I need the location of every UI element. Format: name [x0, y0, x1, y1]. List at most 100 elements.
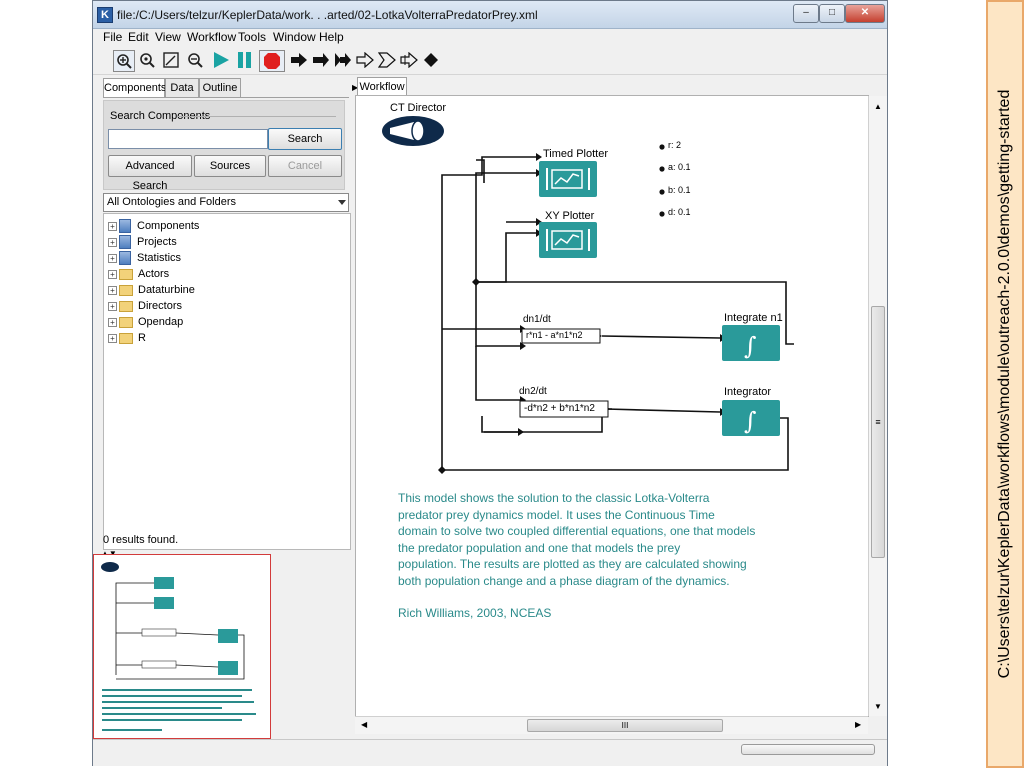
add-output-port-icon[interactable]	[333, 50, 353, 70]
title-bar: K file:/C:/Users/telzur/KeplerData/work.…	[93, 1, 887, 29]
run-icon[interactable]	[211, 50, 231, 70]
tree-item-statistics[interactable]: +Statistics	[108, 250, 181, 266]
menu-view[interactable]: View	[155, 30, 181, 44]
tab-outline[interactable]: Outline	[199, 78, 241, 97]
expand-icon[interactable]: +	[108, 285, 117, 295]
folder-icon	[119, 284, 133, 296]
splitter-arrow-right[interactable]: ▶	[352, 83, 359, 92]
expand-icon[interactable]: +	[108, 253, 117, 263]
components-panel: Components Data Outline Search Component…	[93, 76, 351, 550]
scroll-up-icon[interactable]: ▲	[874, 102, 882, 111]
tree-item-components[interactable]: + Components	[108, 218, 199, 234]
tree-item-dataturbine[interactable]: +Dataturbine	[108, 282, 195, 298]
param-name: a	[668, 162, 674, 172]
component-tree: + Components +Projects +Statistics +Actor…	[103, 213, 351, 550]
param-b: b: 0.1	[668, 185, 691, 195]
integrator-1-label: Integrate n1	[724, 312, 783, 324]
scroll-down-icon[interactable]: ▼	[874, 702, 882, 711]
vertical-scrollbar[interactable]: ▲ ≡ ▼	[868, 96, 887, 716]
tree-item-actors[interactable]: +Actors	[108, 266, 169, 282]
ontology-select[interactable]: All Ontologies and Folders	[103, 193, 349, 212]
maximize-button[interactable]: □	[819, 4, 845, 23]
chevron-down-icon	[338, 200, 346, 205]
scroll-left-icon[interactable]: ◀	[361, 720, 368, 729]
tree-item-opendap[interactable]: + Opendap	[108, 314, 183, 330]
expand-icon[interactable]: +	[108, 333, 117, 343]
add-relation-port-icon[interactable]	[399, 50, 419, 70]
xy-plotter-icon[interactable]	[539, 222, 597, 258]
param-value: 0.1	[678, 185, 691, 195]
expression-1-box[interactable]	[521, 328, 601, 344]
tree-item-r[interactable]: +R	[108, 330, 146, 346]
cancel-button[interactable]: Cancel	[268, 155, 342, 177]
menu-file[interactable]: File	[103, 30, 123, 44]
menu-help[interactable]: Help	[319, 30, 344, 44]
workflow-canvas[interactable]: ∫ ∫ CT Director Timed Plotter XY Plotter…	[355, 95, 869, 717]
folder-icon	[119, 316, 133, 328]
stop-icon[interactable]	[259, 50, 285, 72]
parameter-bullets	[659, 144, 665, 217]
zoom-in-icon[interactable]	[113, 50, 135, 72]
expand-icon[interactable]: +	[108, 301, 117, 311]
tree-item-label: Opendap	[138, 316, 184, 328]
tab-data[interactable]: Data	[165, 78, 199, 97]
horizontal-scrollbar[interactable]: ◀ III ▶	[355, 716, 868, 734]
expand-icon[interactable]: +	[108, 317, 117, 327]
integrator-2-icon[interactable]: ∫	[722, 400, 780, 436]
menu-workflow[interactable]: Workflow	[187, 30, 237, 44]
splitter-arrows[interactable]: ▲▼	[101, 549, 117, 558]
ct-director-icon[interactable]	[382, 116, 444, 146]
add-port-icon[interactable]	[289, 50, 309, 70]
zoom-fit-icon[interactable]	[161, 50, 181, 70]
expand-icon[interactable]: +	[108, 221, 117, 231]
relation-diamond[interactable]	[472, 278, 480, 286]
param-r: r: 2	[668, 140, 682, 150]
timed-plotter-icon[interactable]	[539, 161, 597, 197]
search-components-group: Search Components Search Advanced Search…	[103, 100, 345, 192]
pause-icon[interactable]	[235, 50, 255, 70]
close-button[interactable]: ✕	[845, 4, 885, 23]
xy-plotter-label: XY Plotter	[545, 210, 595, 222]
minimize-button[interactable]: –	[793, 4, 819, 23]
horizontal-scroll-thumb[interactable]: III	[527, 719, 723, 732]
tree-item-directors[interactable]: +Directors	[108, 298, 182, 314]
zoom-reset-icon[interactable]	[137, 50, 157, 70]
param-name: r	[668, 140, 671, 150]
expand-icon[interactable]: +	[108, 269, 117, 279]
kepler-window: K file:/C:/Users/telzur/KeplerData/work.…	[92, 0, 888, 766]
menu-window[interactable]: Window	[273, 30, 316, 44]
add-io-port-icon[interactable]	[355, 50, 375, 70]
search-button[interactable]: Search	[268, 128, 342, 150]
tab-divider	[103, 97, 349, 98]
add-multiport-icon[interactable]	[377, 50, 397, 70]
relation-diamond[interactable]	[438, 466, 446, 474]
progress-bar	[741, 744, 875, 755]
add-relation-icon[interactable]	[421, 50, 441, 70]
add-input-port-icon[interactable]	[311, 50, 331, 70]
integrator-1-icon[interactable]: ∫	[722, 325, 780, 361]
workflow-author: Rich Williams, 2003, NCEAS	[398, 606, 552, 620]
scroll-right-icon[interactable]: ▶	[855, 720, 862, 729]
kepler-app-icon: K	[97, 7, 113, 23]
tree-item-label: Components	[137, 220, 200, 232]
group-rule	[178, 116, 336, 117]
expression-2-formula: -d*n2 + b*n1*n2	[524, 403, 595, 414]
advanced-search-button[interactable]: Advanced Search	[108, 155, 192, 192]
zoom-out-icon[interactable]	[185, 50, 205, 70]
sources-button[interactable]: Sources	[194, 155, 266, 177]
integrator-2-label: Integrator	[724, 386, 772, 398]
workflow-overview[interactable]	[93, 554, 271, 739]
menu-tools[interactable]: Tools	[238, 30, 267, 44]
vertical-scroll-thumb[interactable]: ≡	[871, 306, 885, 558]
tree-item-projects[interactable]: +Projects	[108, 234, 177, 250]
window-title: file:/C:/Users/telzur/KeplerData/work. .…	[117, 8, 538, 22]
expand-icon[interactable]: +	[108, 237, 117, 247]
folder-icon	[119, 300, 133, 312]
tab-workflow[interactable]: Workflow	[357, 77, 407, 96]
menu-edit[interactable]: Edit	[128, 30, 149, 44]
tab-components[interactable]: Components	[103, 78, 166, 98]
search-input[interactable]	[108, 129, 268, 149]
expression-2-box[interactable]	[519, 400, 609, 418]
folder-icon	[119, 332, 133, 344]
description-line: This model shows the solution to the cla…	[398, 491, 710, 505]
